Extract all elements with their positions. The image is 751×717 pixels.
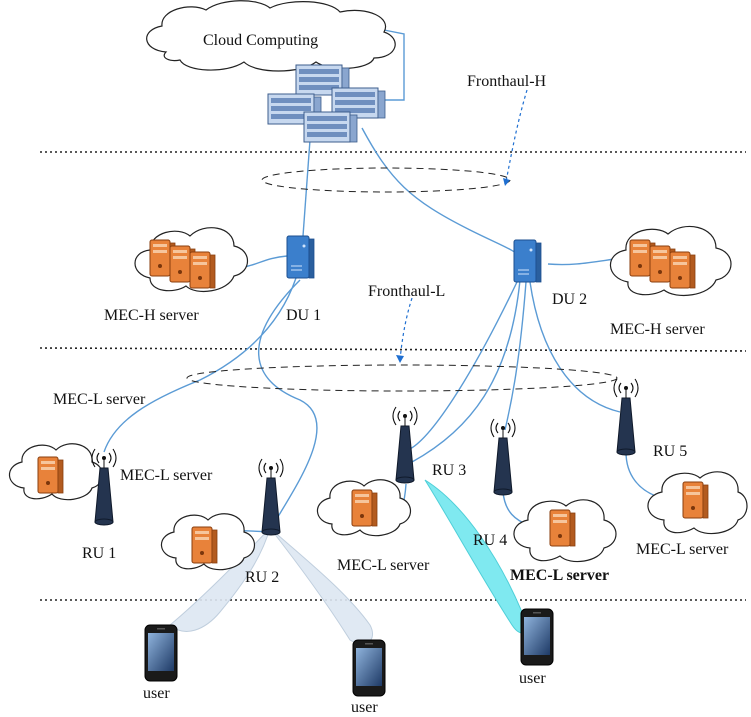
mec-l-ru1-label: MEC-L server <box>53 391 146 408</box>
mec-l-ru4-label: MEC-L server <box>510 567 609 584</box>
mec-l-ru2-label: MEC-L server <box>120 467 213 484</box>
link-ru5-mecl <box>625 451 657 497</box>
mec-l-ru5-server-icon <box>682 481 709 519</box>
ru5-label: RU 5 <box>653 443 687 460</box>
mec-l-ru5-label: MEC-L server <box>636 541 729 558</box>
du2-label: DU 2 <box>552 291 587 308</box>
link-cloud-core <box>383 29 405 101</box>
user-right-label: user <box>519 670 546 687</box>
link-du1-ru2 <box>258 279 318 521</box>
mec-l-ru4-server-icon <box>549 509 576 547</box>
ru4-label: RU 4 <box>473 532 507 549</box>
link-du2-ru4 <box>504 281 527 431</box>
ru5-radio-tower-icon <box>613 378 639 456</box>
user-left-smartphone-icon <box>144 624 178 682</box>
link-du2-ru3 <box>411 279 521 463</box>
fronthaul-h-label: Fronthaul-H <box>467 73 547 90</box>
ru1-label: RU 1 <box>82 545 116 562</box>
cloud-computing-label: Cloud Computing <box>203 32 318 49</box>
divider-middle <box>39 347 747 352</box>
fronthaul-l-pointer <box>399 297 413 361</box>
beam-ru3-active <box>424 479 526 634</box>
link-du2-ru5 <box>529 281 621 413</box>
mec-h-right-label: MEC-H server <box>610 321 705 338</box>
user-left-label: user <box>143 685 170 702</box>
link-core-du1 <box>302 139 311 237</box>
user-middle-label: user <box>351 699 378 716</box>
link-du1-ru1 <box>103 277 297 453</box>
ru2-radio-tower-icon <box>258 458 284 536</box>
cloud-icon <box>146 0 396 72</box>
fronthaul-l-ellipse <box>186 364 618 392</box>
user-middle-smartphone-icon <box>352 639 386 697</box>
ru3-radio-tower-icon <box>392 406 418 484</box>
server-rack-icon <box>267 64 386 143</box>
ru2-label: RU 2 <box>245 569 279 586</box>
fronthaul-l-arrowhead <box>396 355 404 363</box>
link-du2-ru3-b <box>407 281 518 451</box>
du1-label: DU 1 <box>286 307 321 324</box>
fronthaul-h-pointer <box>505 89 528 183</box>
fronthaul-l-label: Fronthaul-L <box>368 283 445 300</box>
mec-h-left-label: MEC-H server <box>104 307 199 324</box>
mec-l-ru1-server-icon <box>37 456 64 494</box>
fronthaul-h-ellipse <box>261 167 511 193</box>
ru3-label: RU 3 <box>432 462 466 479</box>
beam-ru2-right <box>269 527 373 645</box>
fronthaul-h-arrowhead <box>503 178 510 186</box>
du1-server-icon <box>286 235 315 279</box>
link-core-du2 <box>361 127 523 259</box>
mec-l-ru3-label: MEC-L server <box>337 557 430 574</box>
ru4-radio-tower-icon <box>490 418 516 496</box>
mec-l-ru2-server-icon <box>191 526 218 564</box>
du2-server-icon <box>513 239 542 283</box>
mec-l-ru3-server-icon <box>351 489 378 527</box>
user-right-smartphone-icon <box>520 608 554 666</box>
beam-ru2-left <box>169 527 271 632</box>
